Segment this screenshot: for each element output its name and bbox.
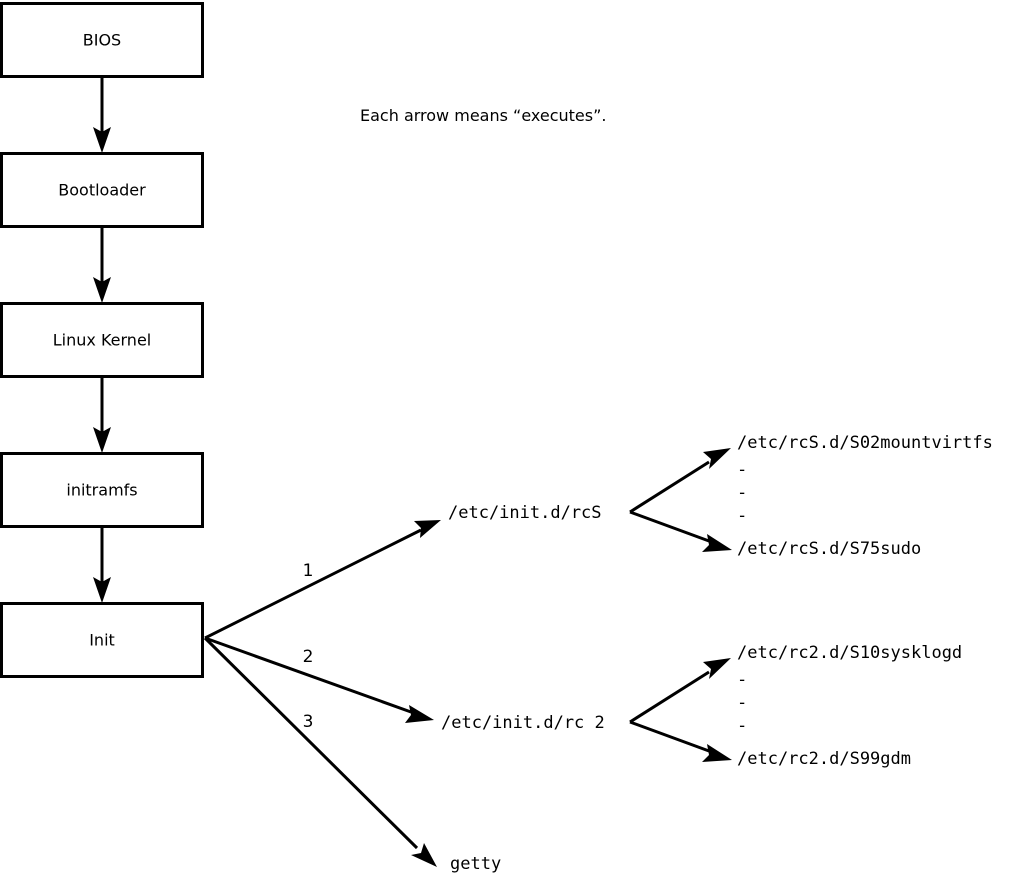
node-init-rect bbox=[0, 602, 204, 678]
node-initramfs[interactable]: initramfs bbox=[0, 452, 204, 528]
label-etc-init-d-rc-2[interactable]: /etc/init.d/rc 2 bbox=[441, 713, 605, 733]
node-bootloader-rect bbox=[0, 152, 204, 228]
rc2-ellipsis-dash-3: - bbox=[737, 716, 747, 736]
arrow-initramfs-to-init bbox=[93, 527, 111, 603]
node-bios[interactable]: BIOS bbox=[0, 2, 204, 78]
rc2-ellipsis-dash-1: - bbox=[737, 670, 747, 690]
arrow-rcs-to-s02mountvirtfs bbox=[629, 448, 731, 514]
label-rcs-script-first[interactable]: /etc/rcS.d/S02mountvirtfs bbox=[737, 433, 993, 453]
rcs-ellipsis-dash-1: - bbox=[737, 460, 747, 480]
label-getty[interactable]: getty bbox=[450, 854, 501, 874]
branch-number-1: 1 bbox=[303, 561, 314, 581]
node-bios-rect bbox=[0, 2, 204, 78]
rcs-ellipsis-dash-2: - bbox=[737, 483, 747, 503]
node-bootloader[interactable]: Bootloader bbox=[0, 152, 204, 228]
arrow-init-to-rc2 bbox=[204, 636, 434, 723]
arrow-bootloader-to-kernel bbox=[93, 227, 111, 303]
arrow-rcs-to-s75sudo bbox=[629, 510, 732, 552]
node-bios-label: BIOS bbox=[83, 31, 121, 50]
arrow-rc2-to-s10sysklogd bbox=[629, 658, 731, 724]
caption-each-arrow-means-executes: Each arrow means “executes”. bbox=[360, 106, 606, 125]
node-init[interactable]: Init bbox=[0, 602, 204, 678]
branch-number-2: 2 bbox=[303, 647, 314, 667]
label-rc2-script-last[interactable]: /etc/rc2.d/S99gdm bbox=[737, 749, 911, 769]
node-init-label: Init bbox=[89, 631, 115, 650]
rcs-ellipsis-dash-3: - bbox=[737, 506, 747, 526]
arrow-init-to-rcs bbox=[204, 520, 441, 640]
arrow-init-to-getty bbox=[203, 636, 437, 867]
branch-number-3: 3 bbox=[303, 712, 314, 732]
label-rcs-script-last[interactable]: /etc/rcS.d/S75sudo bbox=[737, 539, 921, 559]
rc2-ellipsis-dash-2: - bbox=[737, 693, 747, 713]
arrow-kernel-to-initramfs bbox=[93, 377, 111, 453]
node-initramfs-rect bbox=[0, 452, 204, 528]
arrow-rc2-to-s99gdm bbox=[629, 720, 732, 762]
node-bootloader-label: Bootloader bbox=[58, 181, 146, 200]
arrow-bios-to-bootloader bbox=[93, 77, 111, 153]
label-rc2-script-first[interactable]: /etc/rc2.d/S10sysklogd bbox=[737, 643, 962, 663]
node-linux-kernel-rect bbox=[0, 302, 204, 378]
node-linux-kernel[interactable]: Linux Kernel bbox=[0, 302, 204, 378]
node-linux-kernel-label: Linux Kernel bbox=[53, 331, 151, 350]
label-etc-init-d-rcs[interactable]: /etc/init.d/rcS bbox=[448, 503, 602, 523]
node-initramfs-label: initramfs bbox=[66, 481, 137, 500]
